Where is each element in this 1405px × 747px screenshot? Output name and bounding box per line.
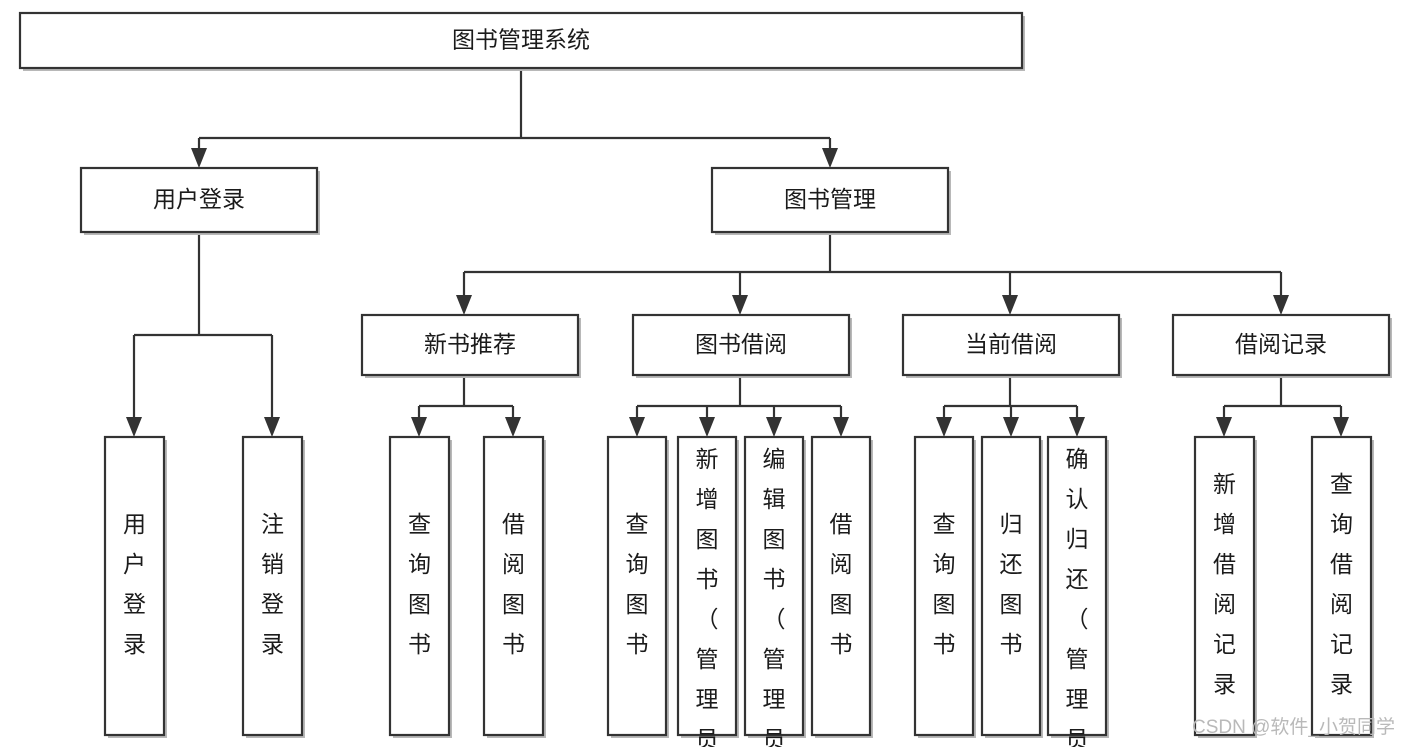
arrow-head-leaf-edit-book-admin bbox=[766, 417, 782, 437]
csdn-watermark: CSDN @软件_小贺同学 bbox=[1192, 716, 1395, 738]
arrow-head-leaf-borrow-book-recommend bbox=[505, 417, 521, 437]
node-rect-user-login[interactable] bbox=[79, 166, 319, 234]
node-label-current-borrow: 当前借阅 bbox=[965, 331, 1057, 357]
node-label-leaf-query-book-borrow: 查询图书 bbox=[626, 511, 649, 657]
arrow-head-leaf-user-login bbox=[126, 417, 142, 437]
node-rect-leaf-add-book-admin[interactable] bbox=[676, 435, 738, 737]
arrow-head-book-borrow bbox=[732, 295, 748, 315]
node-rect-leaf-query-book-recommend[interactable] bbox=[388, 435, 451, 737]
node-label-leaf-query-book-current: 查询图书 bbox=[933, 511, 956, 657]
arrow-head-leaf-logout-login bbox=[264, 417, 280, 437]
node-leaf-logout-login[interactable]: 注销登录 bbox=[241, 435, 305, 738]
arrow-head-leaf-query-book-current bbox=[936, 417, 952, 437]
arrow-head-book-management bbox=[822, 148, 838, 168]
node-rect-current-borrow[interactable] bbox=[901, 313, 1121, 377]
node-label-leaf-logout-login: 注销登录 bbox=[261, 511, 284, 657]
node-leaf-return-book[interactable]: 归还图书 bbox=[980, 435, 1043, 738]
node-label-leaf-borrow-book-recommend: 借阅图书 bbox=[502, 511, 525, 657]
node-leaf-edit-book-admin[interactable]: 编辑图书（管理员） bbox=[743, 435, 806, 747]
arrow-head-leaf-add-book-admin bbox=[699, 417, 715, 437]
node-layer: 图书管理系统用户登录图书管理新书推荐图书借阅当前借阅借阅记录用户登录注销登录查询… bbox=[18, 11, 1392, 747]
node-label-leaf-query-book-recommend: 查询图书 bbox=[408, 511, 431, 657]
arrow-head-leaf-query-borrow-record bbox=[1333, 417, 1349, 437]
node-leaf-borrow-book[interactable]: 借阅图书 bbox=[810, 435, 873, 738]
arrow-head-leaf-query-book-recommend bbox=[411, 417, 427, 437]
node-rect-new-book-recommend[interactable] bbox=[360, 313, 580, 377]
node-rect-leaf-edit-book-admin[interactable] bbox=[743, 435, 805, 737]
node-rect-leaf-user-login[interactable] bbox=[103, 435, 166, 737]
node-root[interactable]: 图书管理系统 bbox=[18, 11, 1025, 71]
node-rect-book-management[interactable] bbox=[710, 166, 950, 234]
node-current-borrow[interactable]: 当前借阅 bbox=[901, 313, 1122, 378]
node-rect-root[interactable] bbox=[18, 11, 1024, 70]
node-label-leaf-add-book-admin: 新增图书（管理员） bbox=[696, 446, 719, 747]
node-rect-leaf-borrow-book[interactable] bbox=[810, 435, 872, 737]
node-label-leaf-add-borrow-record: 新增借阅记录 bbox=[1213, 471, 1236, 697]
node-book-management[interactable]: 图书管理 bbox=[710, 166, 951, 235]
node-rect-leaf-query-borrow-record[interactable] bbox=[1310, 435, 1373, 737]
node-rect-leaf-query-book-current[interactable] bbox=[913, 435, 975, 737]
node-new-book-recommend[interactable]: 新书推荐 bbox=[360, 313, 581, 378]
node-rect-book-borrow[interactable] bbox=[631, 313, 851, 377]
node-rect-leaf-query-book-borrow[interactable] bbox=[606, 435, 668, 737]
arrow-head-user-login bbox=[191, 148, 207, 168]
node-rect-leaf-borrow-book-recommend[interactable] bbox=[482, 435, 545, 737]
node-label-borrow-record: 借阅记录 bbox=[1235, 331, 1327, 357]
node-rect-leaf-confirm-return-admin[interactable] bbox=[1046, 435, 1108, 737]
node-rect-leaf-add-borrow-record[interactable] bbox=[1193, 435, 1256, 737]
node-label-leaf-return-book: 归还图书 bbox=[1000, 511, 1023, 657]
arrow-head-leaf-borrow-book bbox=[833, 417, 849, 437]
node-label-user-login: 用户登录 bbox=[153, 186, 245, 212]
node-label-leaf-borrow-book: 借阅图书 bbox=[830, 511, 853, 657]
node-leaf-user-login[interactable]: 用户登录 bbox=[103, 435, 167, 738]
node-leaf-query-book-recommend[interactable]: 查询图书 bbox=[388, 435, 452, 738]
node-leaf-add-borrow-record[interactable]: 新增借阅记录 bbox=[1193, 435, 1257, 738]
arrow-head-leaf-query-book-borrow bbox=[629, 417, 645, 437]
node-leaf-query-borrow-record[interactable]: 查询借阅记录 bbox=[1310, 435, 1374, 738]
node-rect-leaf-logout-login[interactable] bbox=[241, 435, 304, 737]
node-label-book-borrow: 图书借阅 bbox=[695, 331, 787, 357]
arrow-head-current-borrow bbox=[1002, 295, 1018, 315]
node-label-new-book-recommend: 新书推荐 bbox=[424, 331, 516, 357]
node-rect-leaf-return-book[interactable] bbox=[980, 435, 1042, 737]
node-leaf-confirm-return-admin[interactable]: 确认归还（管理员） bbox=[1046, 435, 1109, 747]
arrow-head-new-book-recommend bbox=[456, 295, 472, 315]
node-label-book-management: 图书管理 bbox=[784, 186, 876, 212]
arrow-head-borrow-record bbox=[1273, 295, 1289, 315]
node-rect-borrow-record[interactable] bbox=[1171, 313, 1391, 377]
arrow-head-leaf-confirm-return-admin bbox=[1069, 417, 1085, 437]
connector-layer bbox=[126, 68, 1349, 437]
node-label-root: 图书管理系统 bbox=[452, 27, 590, 53]
node-leaf-add-book-admin[interactable]: 新增图书（管理员） bbox=[676, 435, 739, 747]
arrow-head-leaf-add-borrow-record bbox=[1216, 417, 1232, 437]
node-leaf-query-book-borrow[interactable]: 查询图书 bbox=[606, 435, 669, 738]
node-label-leaf-confirm-return-admin: 确认归还（管理员） bbox=[1066, 446, 1089, 747]
node-label-leaf-edit-book-admin: 编辑图书（管理员） bbox=[763, 446, 786, 747]
node-label-leaf-user-login: 用户登录 bbox=[123, 511, 146, 657]
node-book-borrow[interactable]: 图书借阅 bbox=[631, 313, 852, 378]
node-user-login[interactable]: 用户登录 bbox=[79, 166, 320, 235]
arrow-head-leaf-return-book bbox=[1003, 417, 1019, 437]
node-label-leaf-query-borrow-record: 查询借阅记录 bbox=[1330, 471, 1353, 697]
node-borrow-record[interactable]: 借阅记录 bbox=[1171, 313, 1392, 378]
node-leaf-query-book-current[interactable]: 查询图书 bbox=[913, 435, 976, 738]
node-leaf-borrow-book-recommend[interactable]: 借阅图书 bbox=[482, 435, 546, 738]
